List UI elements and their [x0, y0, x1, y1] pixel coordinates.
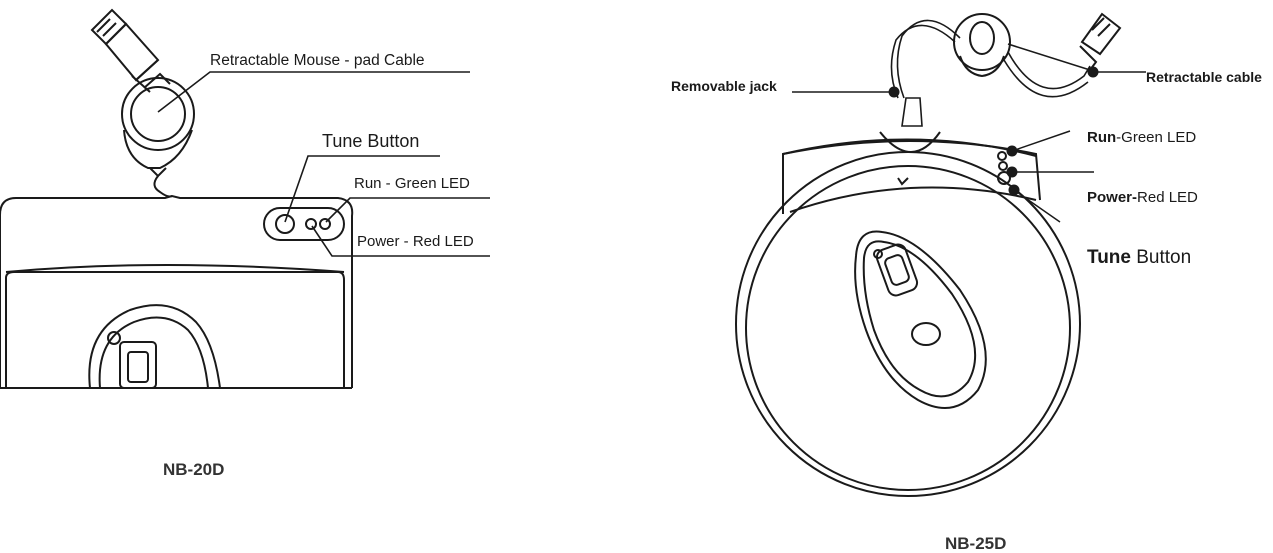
power-red-led-label-left: Power - Red LED	[357, 233, 474, 250]
nb25d-leader-lines	[792, 71, 1146, 223]
power-red-led-label-right: Power-Red LED	[1087, 190, 1198, 205]
nb20d-leader-lines	[157, 71, 490, 257]
retractable-cable-label: Retractable cable	[1146, 69, 1262, 85]
nb25d-cable	[890, 19, 1091, 127]
nb20d-pad-body	[0, 194, 354, 389]
power-rest-text: Red LED	[1137, 189, 1198, 206]
nb25d-cable-reel	[953, 13, 1011, 78]
nb25d-leds	[997, 151, 1011, 185]
run-rest-text: -Green LED	[1116, 129, 1197, 146]
nb20d-usb-plug	[90, 8, 171, 93]
model-nb25d-caption: NB-25D	[945, 534, 1007, 553]
tune-rest-text: Button	[1130, 247, 1192, 268]
power-bold-text: Power-	[1087, 189, 1138, 206]
retractable-mouse-pad-cable-label: Retractable Mouse - pad Cable	[210, 52, 425, 69]
tune-bold-text: Tune	[1087, 247, 1131, 268]
run-green-led-label-left: Run - Green LED	[354, 175, 470, 192]
nb20d-cable-reel	[121, 77, 195, 198]
run-bold-text: Run	[1087, 129, 1117, 146]
run-green-led-label-right: Run-Green LED	[1087, 130, 1196, 145]
removable-jack-label: Removable jack	[671, 78, 777, 94]
nb25d-body	[735, 131, 1081, 497]
tune-button-label-left: Tune Button	[322, 131, 420, 151]
tune-button-label-right: Tune Button	[1087, 248, 1191, 267]
nb25d-callout-dots	[888, 66, 1099, 196]
model-nb20d-caption: NB-20D	[163, 460, 225, 479]
nb20d-mouse-outline	[88, 304, 221, 389]
nb25d-usb-plug	[1079, 12, 1122, 71]
nb25d-mouse	[854, 230, 987, 409]
